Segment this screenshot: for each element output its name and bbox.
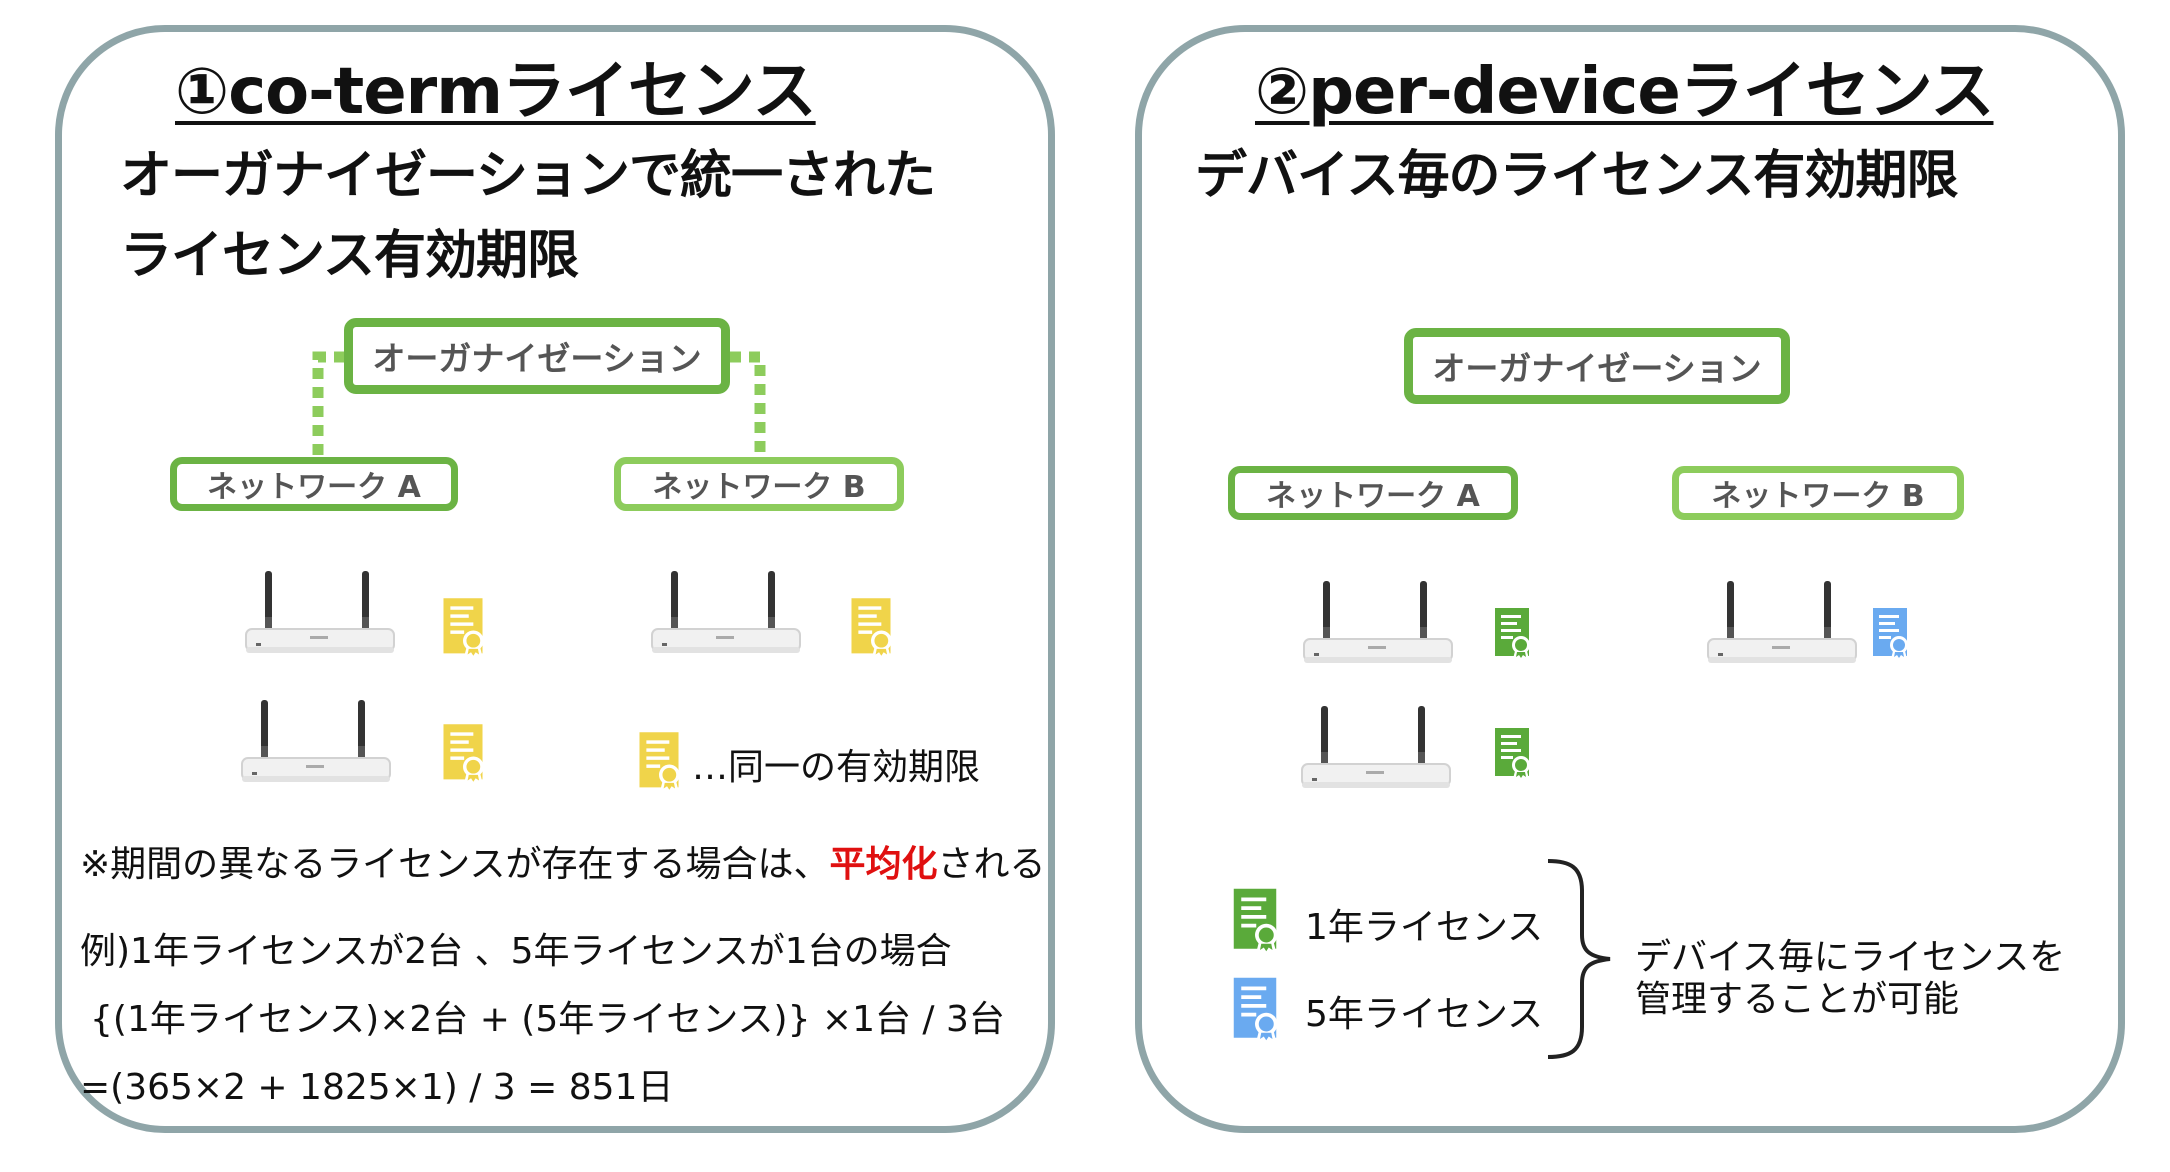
per-device-subtitle: デバイス毎のライセンス有効期限 — [1195, 146, 1958, 206]
legend-5yr-license: 5年ライセンス — [1305, 994, 1544, 1035]
co-term-subtitle-line2: ライセンス有効期限 — [120, 226, 579, 286]
curly-brace — [1547, 859, 1611, 1059]
co-term-panel — [55, 25, 1055, 1133]
per-device-panel — [1135, 25, 2125, 1133]
organization-label: オーガナイゼーション — [1432, 349, 1762, 388]
network-b-label: ネットワーク B — [1711, 479, 1925, 514]
license-document-icon — [1230, 885, 1280, 955]
network-b-label: ネットワーク B — [652, 470, 866, 505]
network-b-box: ネットワーク B — [1672, 466, 1964, 520]
legend-1yr-license: 1年ライセンス — [1305, 907, 1544, 948]
network-a-box: ネットワーク A — [1228, 466, 1518, 520]
license-document-icon — [1230, 974, 1280, 1044]
example-line-2: {(1年ライセンス)×2台 + (5年ライセンス)} ×1台 / 3台 — [90, 999, 1005, 1040]
network-a-box: ネットワーク A — [170, 457, 458, 511]
organization-label: オーガナイゼーション — [372, 339, 702, 378]
averaging-note-pre: ※期間の異なるライセンスが存在する場合は、 — [80, 844, 830, 885]
router-icon — [646, 565, 806, 665]
license-document-icon — [848, 596, 894, 658]
network-a-label: ネットワーク A — [1266, 479, 1480, 514]
router-icon — [1702, 575, 1862, 675]
license-document-icon — [440, 722, 486, 784]
per-device-title: ②per-deviceライセンス — [1255, 55, 1994, 129]
router-icon — [240, 565, 400, 665]
co-term-subtitle-line1: オーガナイゼーションで統一された — [120, 146, 936, 206]
license-document-icon — [1492, 724, 1532, 782]
router-icon — [236, 694, 396, 794]
router-icon — [1296, 700, 1456, 800]
summary-line-2: 管理することが可能 — [1635, 979, 1960, 1020]
license-document-icon — [1492, 604, 1532, 662]
averaging-note: ※期間の異なるライセンスが存在する場合は、平均化される — [80, 835, 1045, 887]
example-line-1: 例)1年ライセンスが2台 、5年ライセンスが1台の場合 — [80, 931, 952, 972]
organization-box: オーガナイゼーション — [1404, 328, 1790, 404]
co-term-title: ①co-termライセンス — [175, 55, 817, 129]
organization-box: オーガナイゼーション — [344, 318, 730, 394]
network-b-box: ネットワーク B — [614, 457, 904, 511]
summary-line-1: デバイス毎にライセンスを — [1635, 937, 2066, 978]
example-line-3: =(365×2 + 1825×1) / 3 = 851日 — [80, 1067, 674, 1108]
license-document-icon — [636, 730, 682, 792]
same-expiry-legend: …同一の有効期限 — [692, 747, 981, 788]
averaging-note-emphasis: 平均化 — [829, 844, 938, 885]
license-document-icon — [440, 596, 486, 658]
router-icon — [1298, 575, 1458, 675]
averaging-note-post: される — [937, 844, 1046, 885]
license-document-icon — [1870, 604, 1910, 662]
network-a-label: ネットワーク A — [207, 470, 421, 505]
